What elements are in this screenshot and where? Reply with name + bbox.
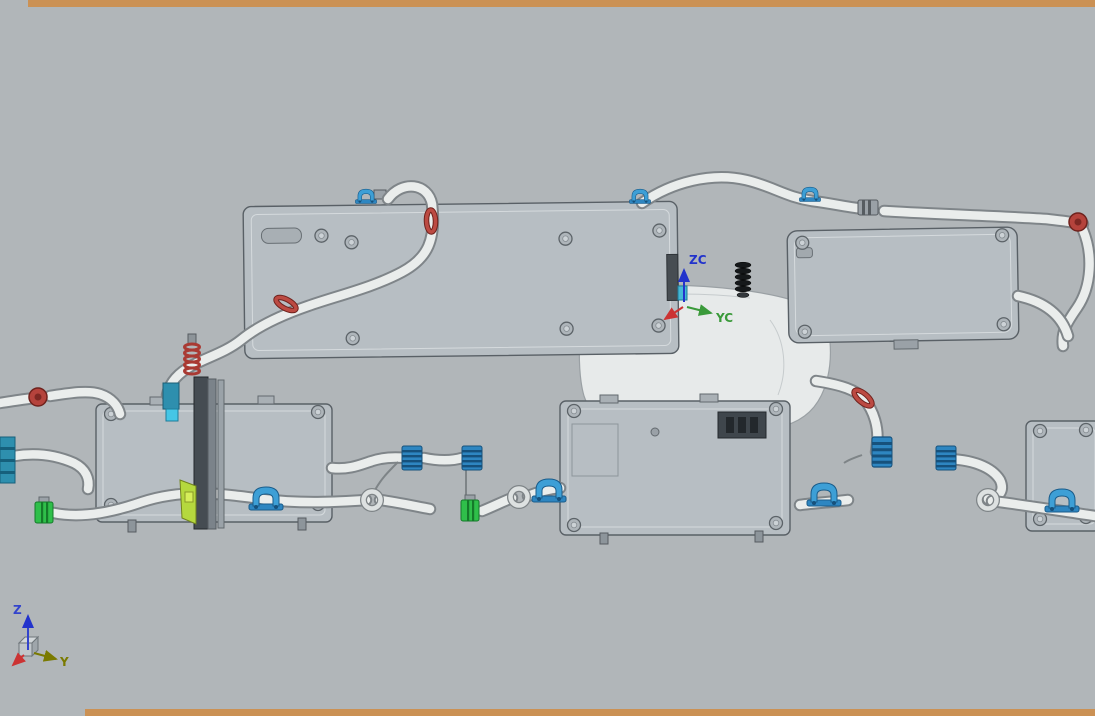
right-cover-box[interactable] [786, 226, 1020, 351]
datum-yc-axis-arrow[interactable] [686, 304, 713, 316]
triad-z-label: Z [13, 603, 22, 617]
center-box-panel[interactable] [571, 423, 619, 477]
screw[interactable] [797, 324, 813, 339]
highlighted-yellow-detail [184, 491, 194, 503]
screw[interactable] [996, 316, 1011, 332]
screw[interactable] [768, 515, 784, 531]
blue-mini-connector[interactable] [401, 445, 423, 471]
red-spring[interactable] [183, 333, 201, 376]
screw[interactable] [344, 235, 359, 250]
screw[interactable] [566, 403, 582, 419]
cyan-connector[interactable] [165, 408, 179, 422]
center-valve-box[interactable] [559, 393, 791, 545]
mount-stud[interactable] [297, 517, 307, 531]
small-teal-connector[interactable] [677, 285, 688, 301]
connector-rib [868, 200, 871, 215]
inline-tube-connector[interactable] [857, 199, 879, 216]
view-triad[interactable]: Z Y [11, 603, 69, 669]
screw[interactable] [768, 401, 784, 417]
connector-slot [750, 417, 758, 433]
window-frame-bottom [85, 709, 1095, 716]
tube-run-after-ring[interactable] [373, 493, 437, 516]
datum-yc-label[interactable]: YC [715, 311, 733, 325]
datum-csys[interactable]: ZC YC [663, 253, 733, 325]
tube-runs[interactable] [0, 171, 1095, 523]
connector-rib [862, 200, 865, 215]
stack-rib [0, 459, 15, 462]
screw[interactable] [559, 321, 574, 336]
red-knob-fitting[interactable] [28, 387, 48, 407]
datum-zc-label[interactable]: ZC [689, 253, 707, 267]
red-hose-clamps[interactable] [28, 210, 1088, 409]
screw[interactable] [566, 517, 582, 533]
stack-rib [0, 447, 15, 450]
cover-plate-body[interactable] [242, 200, 680, 360]
tube-run-knob-to-leftbox[interactable] [43, 385, 127, 421]
tube-run-housing-down[interactable] [809, 374, 884, 459]
triad-cube-front [18, 642, 33, 657]
screw[interactable] [1078, 422, 1094, 438]
stack-rib [0, 471, 15, 474]
screw[interactable] [652, 223, 667, 238]
center-box-tab[interactable] [699, 393, 719, 403]
tube-run-right-box-branch[interactable] [1011, 289, 1075, 343]
mount-stud[interactable] [599, 532, 609, 545]
large-cover-plate[interactable] [242, 200, 680, 360]
left-bracket-structure[interactable] [162, 376, 225, 530]
screw[interactable] [558, 231, 573, 246]
right-box-body[interactable] [786, 226, 1020, 344]
screw[interactable] [1032, 423, 1048, 439]
right-box-tab[interactable] [893, 339, 919, 350]
screw[interactable] [651, 318, 666, 333]
bracket-bar-light[interactable] [217, 379, 225, 529]
right-valve-box-inner-edge [1032, 427, 1095, 525]
tube-run-mini-connectors[interactable] [417, 451, 469, 467]
screw[interactable] [314, 228, 329, 243]
blue-mini-connector[interactable] [935, 445, 957, 471]
blue-mini-connector[interactable] [461, 445, 483, 471]
tube-run-left-edge-mid[interactable] [7, 448, 95, 496]
red-knob-fitting[interactable] [1068, 212, 1088, 232]
threaded-stud-black[interactable] [734, 261, 752, 298]
cover-plate-slot[interactable] [260, 227, 302, 244]
tube-run-plate-diagonal[interactable] [160, 180, 440, 402]
connector-slot [738, 417, 746, 433]
tube-run-top-right[interactable] [635, 171, 873, 216]
tube-run-into-right-box[interactable] [985, 494, 1095, 523]
center-box-inner-edge [567, 408, 783, 528]
right-box-inner-edge [793, 233, 1013, 337]
bracket-bar-mid[interactable] [207, 378, 217, 530]
housing-edge-line [769, 319, 785, 396]
cover-plate-notch[interactable] [666, 253, 679, 301]
triad-y-arrow[interactable] [33, 650, 58, 662]
window-frame-top [28, 0, 1095, 7]
datum-xc-axis-arrow[interactable] [663, 306, 684, 321]
screw[interactable] [345, 331, 360, 346]
left-edge-teal-stack[interactable] [0, 436, 16, 484]
tube-run-leftbox-to-mini[interactable] [325, 451, 413, 475]
blue-mini-connector[interactable] [871, 436, 893, 468]
mount-stud[interactable] [127, 519, 137, 533]
center-box-tab[interactable] [599, 394, 619, 404]
connector-slot [726, 417, 734, 433]
screw[interactable] [994, 227, 1010, 243]
mount-stud[interactable] [754, 530, 764, 543]
screw[interactable] [310, 404, 326, 420]
teal-connector[interactable] [162, 382, 180, 410]
sensor-wire[interactable] [843, 454, 863, 464]
triad-x-arrow[interactable] [11, 652, 26, 667]
screw[interactable] [794, 235, 810, 251]
left-box-tab[interactable] [257, 395, 275, 405]
triad-y-label: Y [59, 655, 69, 669]
center-box-boss [650, 427, 660, 437]
